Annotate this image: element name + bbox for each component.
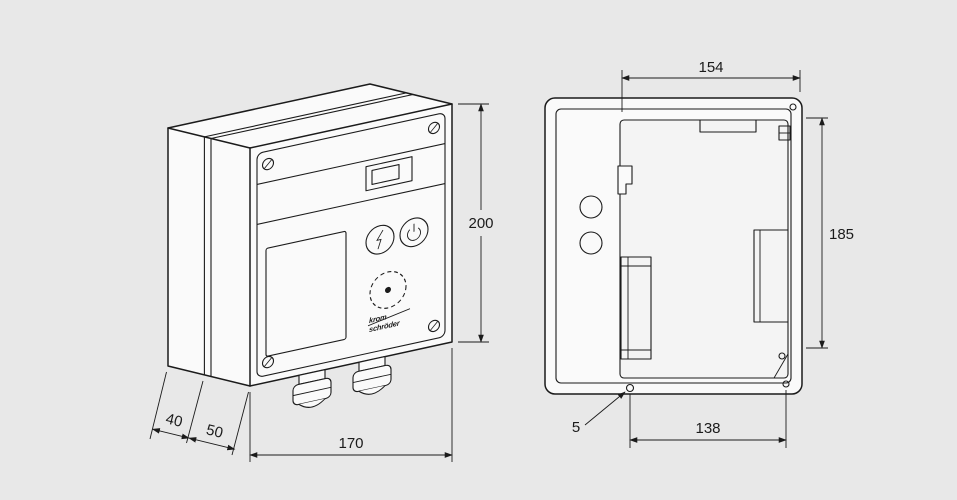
front-top-edge [249,103,453,149]
logo-slash [367,308,411,327]
top-shelf-step [699,120,757,133]
cable-gland-right [352,356,392,395]
floor-corner-chamfer [773,353,789,379]
dim-depth-back-label: 40 [164,410,184,430]
cable-knockout-upper [579,195,603,219]
dim-depth-front-label: 50 [204,421,224,441]
adjuster-dashed-circle [369,270,407,309]
dim-hole-diameter: 5 [572,391,626,436]
dim-side-height: 185 [806,117,854,349]
left-view-device: krom schröder 200 [149,83,494,462]
screw-hole-floor-right [778,352,786,360]
right-terminal-recess [753,229,788,323]
display-lcd [371,163,400,185]
logo-line1: krom [369,312,387,325]
dim-width: 170 [249,348,453,462]
control-band-upper-line [257,142,445,186]
corner-screw-top-right [427,121,441,135]
dim-height: 200 [458,103,494,343]
control-band-lower-line [257,182,445,226]
corner-screw-top-left [261,157,275,171]
mounting-hole-bottom-left [625,383,635,393]
front-cover-panel [256,113,446,377]
dim-hole-spacing-label: 138 [695,420,720,437]
housing-inner-wall [555,108,792,384]
power-icon [407,227,421,241]
mounting-hole-bottom-right [782,380,790,388]
left-cable-channel [620,256,652,360]
mounting-clip-top-left [617,165,633,195]
dim-hole-spacing: 138 [629,390,787,448]
dim-side-height-label: 185 [829,226,854,243]
cover-lip-top [210,93,414,140]
reset-icon [376,229,384,250]
mounting-clip-top-right [778,125,791,141]
top-left-depth-edge [167,127,251,149]
device-housing-outline [167,83,453,387]
label-field [265,230,347,357]
dim-hole-diameter-label: 5 [572,419,580,436]
screw-hole-top-right [789,103,797,111]
dim-width-label: 170 [338,435,363,452]
power-button [399,217,429,248]
housing-seam-top [204,92,407,138]
right-view-housing: 154 185 138 5 [544,59,854,448]
hidden-adjuster [369,270,407,309]
housing-floor [619,119,789,379]
reset-button [365,224,395,255]
dim-top-width-label: 154 [698,59,723,76]
dim-depths: 40 50 [149,371,249,456]
dim-top-width: 154 [621,59,801,112]
cable-knockout-lower [579,231,603,255]
cable-gland-left [292,369,332,408]
adjuster-center-dot [385,286,391,294]
display-window [365,156,413,192]
corner-screw-bottom-right [427,319,441,333]
dim-height-label: 200 [468,215,493,232]
